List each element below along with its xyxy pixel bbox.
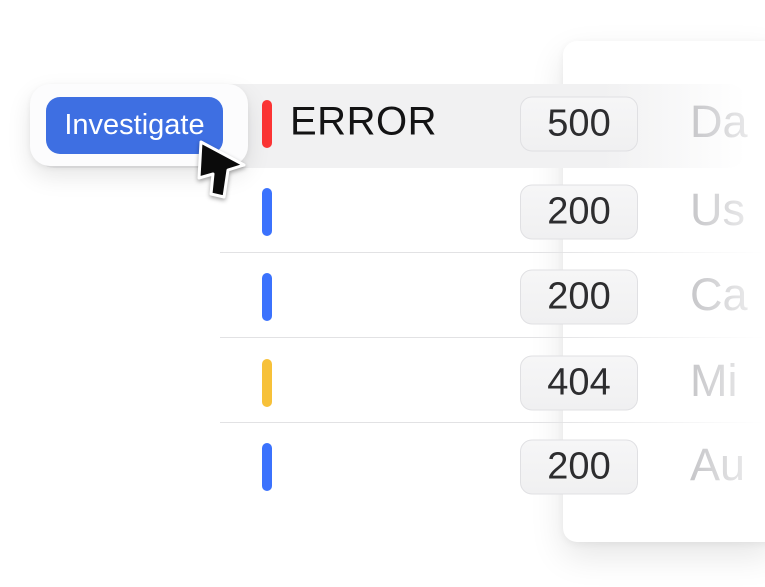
log-source-label: Ca (690, 268, 748, 320)
row-divider (220, 422, 765, 423)
severity-indicator-info (262, 443, 272, 491)
investigate-popover: Investigate (30, 84, 248, 166)
status-code-badge: 200 (520, 439, 638, 495)
log-row[interactable]: 200 Ca (0, 255, 765, 339)
severity-indicator-warning (262, 359, 272, 407)
row-divider (220, 252, 765, 253)
log-row-warning[interactable]: 404 Mi (0, 341, 765, 425)
log-row[interactable]: 200 Au (0, 425, 765, 509)
log-source-label: Da (690, 95, 748, 147)
status-code-badge: 200 (520, 269, 638, 325)
severity-indicator-info (262, 188, 272, 236)
cursor-icon (197, 140, 246, 199)
investigate-button[interactable]: Investigate (46, 97, 223, 154)
log-level-label: ERROR (290, 99, 437, 144)
log-source-label: Us (690, 183, 745, 235)
status-code-badge: 200 (520, 184, 638, 240)
severity-indicator-info (262, 273, 272, 321)
row-divider (220, 337, 765, 338)
severity-indicator-error (262, 100, 272, 148)
log-row[interactable]: 200 Us (0, 170, 765, 254)
log-source-label: Mi (690, 354, 738, 406)
status-code-badge: 404 (520, 355, 638, 411)
status-code-badge: 500 (520, 96, 638, 152)
log-source-label: Au (690, 438, 746, 490)
